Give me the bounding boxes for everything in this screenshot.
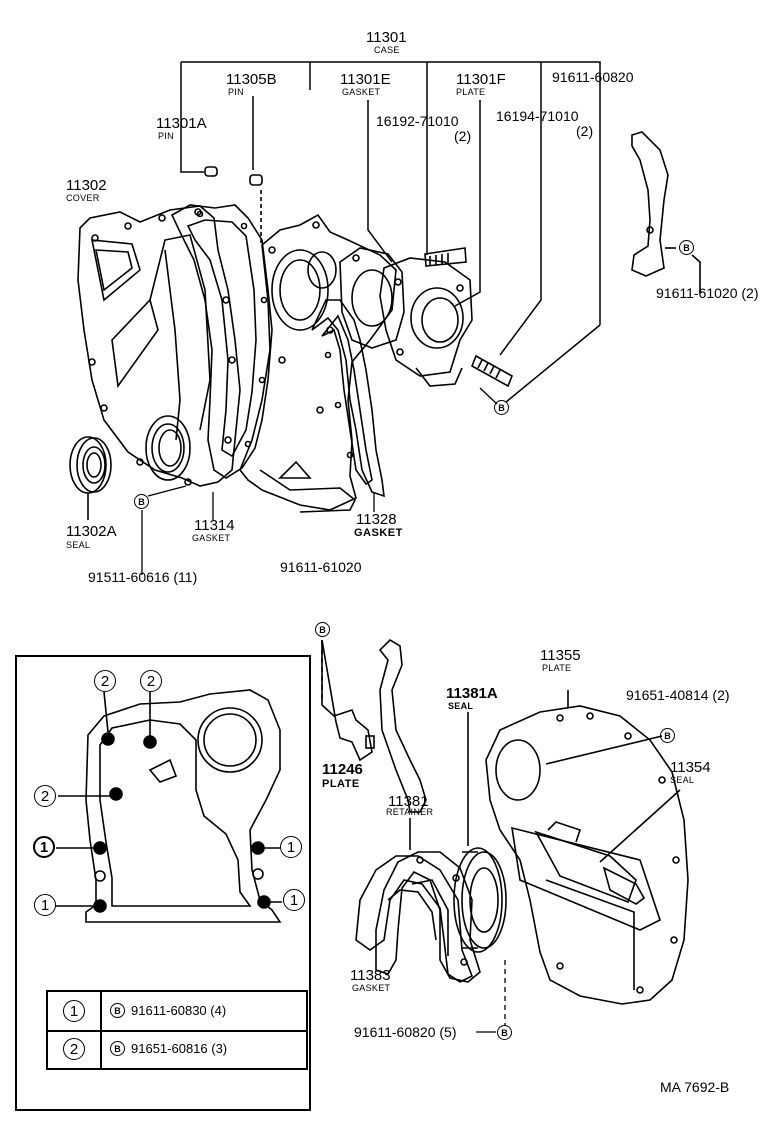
plate-11355-part-number: 11355 bbox=[540, 647, 581, 664]
plate-11246-drawing bbox=[321, 638, 427, 813]
inset-callout-1: 1 bbox=[34, 894, 56, 916]
pin-a-part-number: 11301A bbox=[156, 115, 207, 132]
stud-16194-quantity: (2) bbox=[576, 123, 594, 139]
bolt-61020-2-part-number: 91611-61020 (2) bbox=[656, 285, 759, 301]
bolt-61020-part-number: 91611-61020 bbox=[280, 559, 362, 575]
bolt-60616-part-number: 91511-60616 (11) bbox=[88, 569, 198, 585]
legend-key-2: 2 bbox=[63, 1038, 85, 1060]
plate-f-part-name: PLATE bbox=[456, 87, 486, 97]
bolt-40814-part-number: 91651-40814 (2) bbox=[626, 687, 730, 703]
bolt-marker-b-icon: B bbox=[660, 728, 675, 743]
inset-callout-2: 2 bbox=[94, 670, 116, 692]
plate-11246-part-name: PLATE bbox=[322, 778, 360, 790]
gasket-11328-part-number: 11328 bbox=[356, 511, 397, 528]
legend-part-number: 91651-60816 (3) bbox=[131, 1041, 228, 1056]
legend-key-cell: 1 bbox=[48, 992, 102, 1030]
legend-row: 1 B 91611-60830 (4) bbox=[48, 992, 306, 1032]
pin-b-part-number: 11305B bbox=[226, 71, 277, 88]
gasket-11383-part-name: GASKET bbox=[352, 983, 391, 993]
bolt-marker-b-icon: B bbox=[110, 1003, 125, 1018]
oil-seal-11302a-drawing bbox=[69, 436, 112, 520]
fastener-legend-table: 1 B 91611-60830 (4) 2 B 91651-60816 (3) bbox=[46, 990, 308, 1070]
gasket-11383-part-number: 11383 bbox=[350, 967, 391, 984]
bolt-leader-lines-bottom bbox=[476, 960, 506, 1033]
seal-11354-part-number: 11354 bbox=[670, 759, 711, 776]
case-part-number: 11301 bbox=[366, 29, 407, 46]
pin-b-part-name: PIN bbox=[228, 87, 244, 97]
gasket-11314-part-name: GASKET bbox=[192, 533, 231, 543]
legend-part-number: 91611-60830 (4) bbox=[131, 1003, 227, 1018]
wire-bracket-drawing bbox=[631, 131, 702, 293]
gasket-e-part-name: GASKET bbox=[342, 87, 381, 97]
inset-callout-1: 1 bbox=[280, 836, 302, 858]
legend-key-1: 1 bbox=[63, 1000, 85, 1022]
seal-11302a-part-name: SEAL bbox=[66, 540, 91, 550]
bolt-marker-b-icon: B bbox=[494, 400, 509, 415]
plate-11246-part-number: 11246 bbox=[322, 761, 363, 778]
stud-16192-part-number: 16192-71010 bbox=[376, 113, 459, 129]
timing-cover-drawing bbox=[77, 205, 241, 487]
case-part-name: CASE bbox=[374, 45, 400, 55]
retainer-11381-part-name: RETAINER bbox=[386, 807, 434, 817]
inset-callout-1: 1 bbox=[283, 889, 305, 911]
legend-entry: B 91651-60816 (3) bbox=[110, 1041, 227, 1056]
legend-row: 2 B 91651-60816 (3) bbox=[48, 1030, 306, 1068]
seal-11381a-part-name: SEAL bbox=[448, 701, 474, 711]
cover-part-number: 11302 bbox=[66, 177, 107, 194]
gasket-11328-part-name: GASKET bbox=[354, 527, 403, 539]
rear-plate-11355-drawing bbox=[485, 690, 689, 1005]
bolt-marker-b-icon: B bbox=[679, 240, 694, 255]
pins-drawing bbox=[204, 166, 263, 245]
cover-part-name: COVER bbox=[66, 193, 100, 203]
gasket-11314-drawing bbox=[170, 204, 273, 479]
gasket-plate-11301e-f-drawing bbox=[339, 247, 473, 387]
plate-11355-part-name: PLATE bbox=[542, 663, 572, 673]
seal-11354-part-name: SEAL bbox=[670, 775, 695, 785]
gasket-11328-drawing bbox=[311, 299, 385, 498]
stud-16192-quantity: (2) bbox=[454, 128, 472, 144]
bolt-marker-b-icon: B bbox=[110, 1041, 125, 1056]
gasket-11383-drawing bbox=[355, 855, 474, 983]
bolt-marker-b-icon: B bbox=[315, 622, 330, 637]
case-leader-lines bbox=[180, 61, 601, 403]
seal-11381a-drawing bbox=[453, 712, 507, 953]
legend-key-cell: 2 bbox=[48, 1030, 102, 1068]
bolt-marker-b-icon: B bbox=[497, 1025, 512, 1040]
pin-a-part-name: PIN bbox=[158, 131, 174, 141]
drawing-code: MA 7692-B bbox=[660, 1079, 730, 1095]
seal-11381a-part-number: 11381A bbox=[446, 685, 498, 702]
bolt-60820-5-part-number: 91611-60820 (5) bbox=[354, 1024, 457, 1040]
plate-f-part-number: 11301F bbox=[456, 71, 506, 88]
studs-drawing bbox=[424, 247, 514, 388]
bolt-marker-b-icon: B bbox=[134, 494, 149, 509]
bolt-leader-lines-top bbox=[141, 387, 498, 575]
inset-callout-2: 2 bbox=[34, 785, 56, 807]
inset-gasket-drawing bbox=[56, 689, 282, 923]
seal-11302a-part-number: 11302A bbox=[66, 523, 117, 540]
inset-callout-1: 1 bbox=[33, 836, 55, 858]
stud-16194-part-number: 16194-71010 bbox=[496, 108, 579, 124]
legend-entry: B 91611-60830 (4) bbox=[110, 1003, 226, 1018]
timing-case-drawing bbox=[239, 213, 397, 513]
gasket-e-part-number: 11301E bbox=[340, 71, 391, 88]
gasket-11314-part-number: 11314 bbox=[194, 517, 235, 534]
bolt-60820-top-part-number: 91611-60820 bbox=[552, 69, 634, 85]
inset-frame bbox=[15, 655, 311, 1111]
inset-callout-2: 2 bbox=[140, 670, 162, 692]
retainer-11381-part-number: 11381 bbox=[388, 793, 429, 810]
